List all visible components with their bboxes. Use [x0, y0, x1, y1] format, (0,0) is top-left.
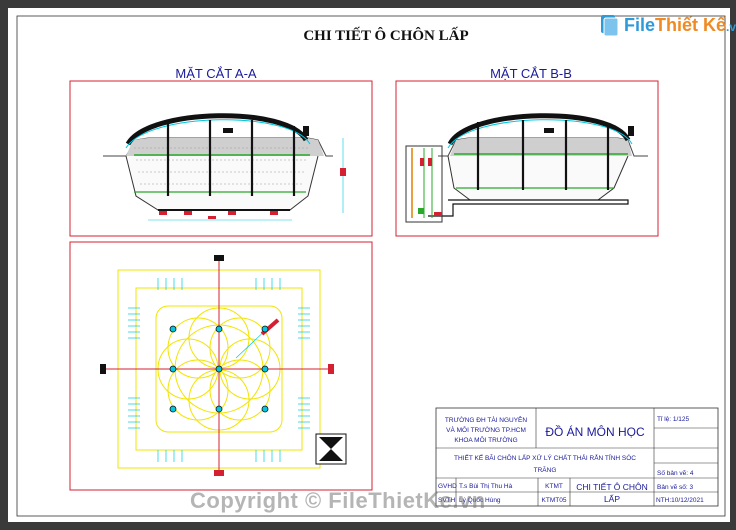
tb-sheet-count: Số bản vẽ: 4 — [657, 468, 694, 477]
tb-design-line2: TRĂNG — [534, 465, 557, 474]
plan-frame — [69, 241, 373, 491]
title-block — [435, 407, 719, 507]
drawing-sheet: CHI TIẾT Ô CHÔN LẤP MẶT CẮT A-A MẶT CẮT … — [8, 8, 730, 522]
section-a-drawing — [103, 113, 346, 221]
tb-date: NTH:10/12/2021 — [656, 497, 704, 504]
tb-scale: Tỉ lệ: 1/125 — [657, 415, 690, 423]
tb-drawing-name-line1: CHI TIẾT Ô CHÔN — [576, 482, 647, 492]
cad-drawing: CHI TIẾT Ô CHÔN LẤP MẶT CẮT A-A MẶT CẮT … — [16, 15, 726, 517]
file-icon — [601, 15, 619, 36]
section-a-frame — [69, 80, 373, 237]
section-b-label: MẶT CẮT B-B — [490, 66, 572, 81]
section-a-label: MẶT CẮT A-A — [175, 66, 256, 81]
tb-project-title: ĐỒ ÁN MÔN HỌC — [545, 424, 645, 439]
sheet-title: CHI TIẾT Ô CHÔN LẤP — [303, 27, 468, 44]
tb-svth-name: Lý Quốc Hùng — [459, 495, 501, 504]
tb-ktmt: KTMT — [545, 483, 563, 490]
plan-view — [100, 255, 347, 476]
tb-design-line1: THIẾT KẾ BÃI CHÔN LẤP XỬ LÝ CHẤT THẢI RẮ… — [454, 452, 636, 462]
tb-school-line1: TRƯỜNG ĐH TÀI NGUYÊN — [445, 415, 527, 424]
site-logo[interactable]: FileThiết Kế.vn — [596, 12, 736, 40]
section-b-drawing — [405, 113, 648, 223]
tb-gvhd-role: GVHD — [438, 483, 457, 490]
logo-main-text: File — [624, 15, 656, 35]
tb-drawing-name-line2: LẤP — [604, 494, 620, 504]
tb-svth-role: SVTH — [438, 497, 456, 504]
logo-domain-text: .vn — [726, 20, 736, 34]
tb-school-line3: KHOA MÔI TRƯỜNG — [454, 435, 517, 444]
section-b-frame — [395, 80, 659, 237]
tb-class: KTMT05 — [542, 497, 567, 504]
logo-accent-text: Thiết Kế — [655, 15, 727, 35]
tb-sheet-number: Bản vẽ số: 3 — [657, 482, 694, 491]
tb-gvhd-name: T.s Bùi Thị Thu Hà — [459, 483, 513, 490]
tb-school-line2: VÀ MÔI TRƯỜNG TP.HCM — [446, 425, 526, 434]
copyright-watermark: Copyright © FileThietKe.vn — [190, 488, 486, 513]
